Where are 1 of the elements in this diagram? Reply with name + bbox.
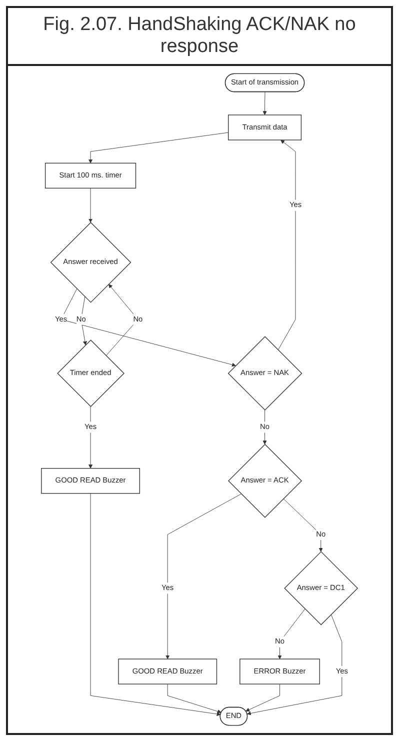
figure-title: Fig. 2.07. HandShaking ACK/NAK no response (8, 8, 391, 66)
